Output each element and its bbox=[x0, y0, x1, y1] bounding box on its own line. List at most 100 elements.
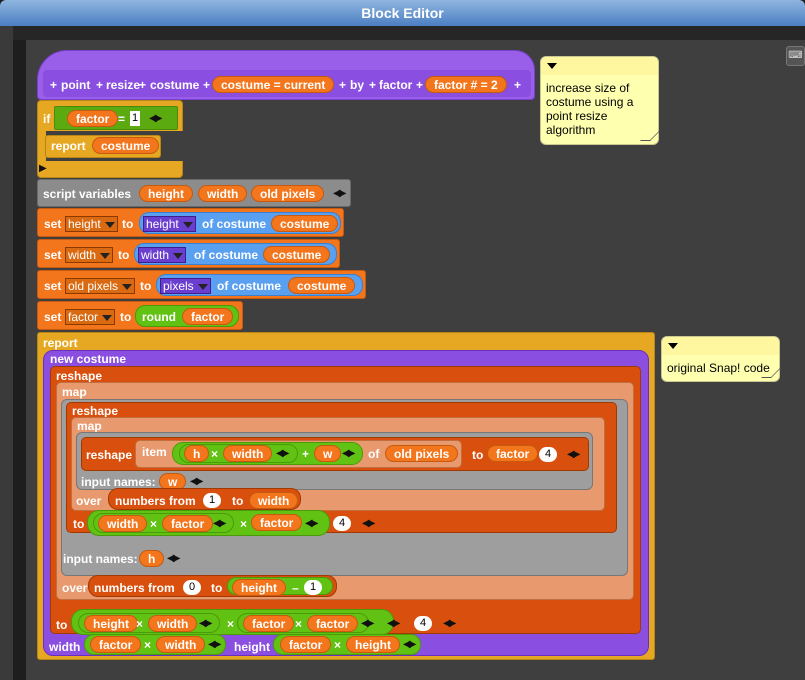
ring-mid: reshape item h × width ◀▶ + w ◀▶ of old … bbox=[76, 432, 593, 490]
costume-var[interactable]: costume bbox=[271, 215, 339, 232]
arrows-icon[interactable]: ◀▶ bbox=[190, 476, 203, 487]
arrows-icon[interactable]: ◀▶ bbox=[362, 518, 375, 529]
arrows-icon[interactable]: ◀▶ bbox=[199, 618, 212, 629]
times-label: × bbox=[150, 517, 158, 531]
to-label: to bbox=[120, 310, 132, 324]
width-var[interactable]: width bbox=[98, 515, 148, 532]
height-var[interactable]: height bbox=[84, 615, 138, 632]
report-block[interactable]: report new costume reshape map reshape m… bbox=[37, 332, 655, 660]
custom-block-hat[interactable]: + point + resize + costume + costume = c… bbox=[37, 50, 535, 100]
height-var[interactable]: height bbox=[232, 579, 286, 596]
factor-var[interactable]: factor bbox=[90, 636, 142, 653]
width-var[interactable]: width bbox=[249, 492, 299, 509]
set-width-block[interactable]: set width to width of costume costume bbox=[37, 239, 340, 268]
reshape-outer[interactable]: reshape map reshape map reshape item h ×… bbox=[50, 366, 641, 635]
set-factor-block[interactable]: set factor to round factor bbox=[37, 301, 243, 330]
arrows-icon[interactable]: ◀▶ bbox=[167, 553, 180, 564]
factor-var[interactable]: factor bbox=[162, 515, 214, 532]
arrows-icon[interactable]: ◀▶ bbox=[567, 449, 580, 460]
param-costume[interactable]: costume = current bbox=[212, 76, 335, 93]
top-strip bbox=[13, 26, 805, 40]
set-var-dropdown[interactable]: width bbox=[65, 247, 114, 263]
arrows-icon[interactable]: ◀▶ bbox=[387, 618, 400, 629]
w-var[interactable]: w bbox=[314, 445, 342, 462]
set-height-block[interactable]: set height to height of costume costume bbox=[37, 208, 344, 237]
var-height[interactable]: height bbox=[139, 185, 193, 202]
old-pixels-var[interactable]: old pixels bbox=[385, 445, 459, 462]
var-width[interactable]: width bbox=[198, 185, 248, 202]
to-label: to bbox=[472, 448, 484, 462]
keyboard-icon[interactable]: ⌨ bbox=[786, 46, 805, 66]
arrows-icon[interactable]: ◀▶ bbox=[361, 618, 374, 629]
factor-var[interactable]: factor bbox=[280, 636, 332, 653]
arrows-icon[interactable]: ◀▶ bbox=[149, 113, 162, 124]
number-slot[interactable]: 1 bbox=[304, 580, 323, 595]
times-label: × bbox=[227, 617, 235, 631]
width-var[interactable]: width bbox=[148, 615, 198, 632]
to-label: to bbox=[56, 618, 68, 632]
h-param[interactable]: h bbox=[139, 550, 165, 567]
window-title-bar[interactable]: Block Editor bbox=[0, 0, 805, 26]
width-label: width bbox=[49, 640, 81, 654]
to-label: to bbox=[211, 581, 223, 595]
if-factor-var[interactable]: factor bbox=[67, 110, 119, 127]
arrows-icon[interactable]: ◀▶ bbox=[208, 639, 221, 650]
arrows-icon[interactable]: ◀▶ bbox=[403, 639, 416, 650]
set-var-dropdown[interactable]: height bbox=[65, 216, 118, 232]
factor-var[interactable]: factor bbox=[251, 514, 303, 531]
reshape-label: reshape bbox=[86, 448, 133, 462]
hat-by: by bbox=[350, 78, 365, 92]
comment-note[interactable]: increase size of costume using a point r… bbox=[540, 56, 660, 145]
attr-dropdown[interactable]: width bbox=[138, 247, 187, 263]
arrows-icon[interactable]: ◀▶ bbox=[443, 618, 456, 629]
arrows-icon[interactable]: ◀▶ bbox=[305, 518, 318, 529]
arrows-icon[interactable]: ◀▶ bbox=[342, 448, 355, 459]
over-label: over bbox=[62, 581, 88, 595]
if-block[interactable]: if factor = 1 ◀▶ report costume ▶ bbox=[37, 100, 184, 178]
number-slot[interactable]: 4 bbox=[414, 616, 433, 631]
set-old-pixels-block[interactable]: set old pixels to pixels of costume cost… bbox=[37, 270, 366, 299]
factor-var[interactable]: factor bbox=[487, 445, 539, 462]
factor-var[interactable]: factor bbox=[307, 615, 359, 632]
reshape-label: reshape bbox=[72, 404, 119, 418]
comment-text: increase size of costume using a point r… bbox=[546, 81, 634, 137]
script-variables-block[interactable]: script variables height width old pixels… bbox=[37, 179, 351, 207]
set-label: set bbox=[44, 217, 62, 231]
param-factor[interactable]: factor # = 2 bbox=[425, 76, 507, 93]
reshape-inner[interactable]: reshape item h × width ◀▶ + w ◀▶ of old … bbox=[81, 437, 589, 471]
reshape-mid[interactable]: reshape map reshape item h × width ◀▶ + … bbox=[66, 402, 617, 536]
set-var-dropdown[interactable]: factor bbox=[65, 309, 116, 325]
map-mid[interactable]: map reshape item h × width ◀▶ + w ◀▶ of … bbox=[71, 417, 605, 511]
costume-var[interactable]: costume bbox=[288, 277, 356, 294]
width-var[interactable]: width bbox=[156, 636, 206, 653]
to-label: to bbox=[118, 248, 130, 262]
number-slot[interactable]: 4 bbox=[539, 447, 558, 462]
number-slot[interactable]: 1 bbox=[203, 493, 222, 508]
new-costume-block[interactable]: new costume reshape map reshape map resh… bbox=[43, 350, 649, 656]
map-outer[interactable]: map reshape map reshape item h × width ◀… bbox=[56, 382, 634, 600]
if-value[interactable]: 1 bbox=[130, 111, 141, 126]
to-label: to bbox=[122, 217, 134, 231]
arrows-icon[interactable]: ◀▶ bbox=[333, 188, 346, 199]
report-costume-var[interactable]: costume bbox=[92, 137, 160, 154]
height-var[interactable]: height bbox=[346, 636, 400, 653]
factor-var[interactable]: factor bbox=[243, 615, 295, 632]
costume-var[interactable]: costume bbox=[263, 246, 331, 263]
factor-var[interactable]: factor bbox=[182, 308, 234, 325]
script-vars-label: script variables bbox=[43, 187, 132, 201]
number-slot[interactable]: 4 bbox=[333, 516, 352, 531]
attr-dropdown[interactable]: pixels bbox=[160, 278, 211, 294]
width-var[interactable]: width bbox=[223, 445, 273, 462]
arrows-icon[interactable]: ◀▶ bbox=[276, 448, 289, 459]
set-var-dropdown[interactable]: old pixels bbox=[65, 278, 136, 294]
collapse-arrow-icon[interactable] bbox=[662, 337, 779, 355]
number-slot[interactable]: 0 bbox=[183, 580, 202, 595]
collapse-arrow-icon[interactable] bbox=[541, 57, 658, 75]
comment-note[interactable]: original Snap! code bbox=[661, 336, 781, 382]
arrows-icon[interactable]: ◀▶ bbox=[213, 518, 226, 529]
var-old-pixels[interactable]: old pixels bbox=[251, 185, 325, 202]
to-label: to bbox=[73, 517, 85, 531]
to-label: to bbox=[140, 279, 152, 293]
h-var[interactable]: h bbox=[184, 445, 210, 462]
attr-dropdown[interactable]: height bbox=[143, 216, 196, 232]
